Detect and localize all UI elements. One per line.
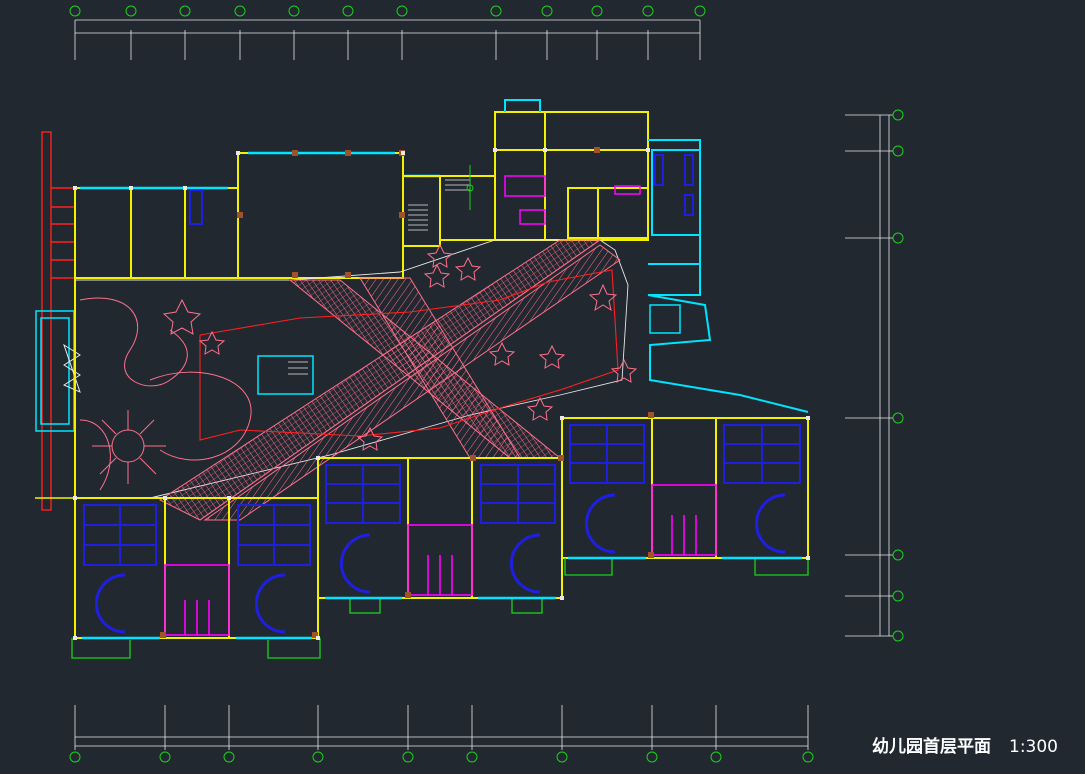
star-decorations (162, 243, 638, 451)
top-dimension-group (74, 19, 701, 60)
sun-play-feature (92, 410, 166, 484)
left-red-ramp (41, 131, 75, 511)
drawing-title: 幼儿园首层平面 1:300 (872, 732, 1058, 757)
drawing-scale: 1:300 (1009, 737, 1058, 757)
story-corner-arcs (95, 493, 786, 634)
kitchen-glazing (504, 99, 809, 413)
bottom-dimension-group (74, 705, 809, 750)
right-axis-bubbles (892, 109, 904, 642)
node-markers (73, 148, 810, 640)
lawn-curves (79, 297, 252, 491)
paved-path-c (158, 239, 602, 521)
bottom-axis-bubbles (69, 751, 814, 763)
classroom-glazing (35, 497, 802, 640)
courtyard-stair (257, 304, 681, 395)
north-marker (466, 165, 474, 210)
toilet-blocks (164, 484, 717, 636)
classroom-unit-3 (561, 417, 809, 559)
desk-grid-group (83, 424, 801, 566)
central-stair (402, 175, 496, 247)
kitchen-blue-units (654, 154, 694, 216)
small-blue-unit (189, 189, 203, 225)
top-axis-bubbles (69, 5, 706, 17)
upper-left-glazing (80, 151, 440, 190)
drawing-title-text: 幼儿园首层平面 (872, 737, 991, 757)
right-dimension-group (845, 114, 893, 637)
paved-path-d (203, 244, 621, 521)
stair-treads (408, 179, 470, 231)
play-area-boundary (199, 269, 619, 441)
kitchen-magenta (504, 175, 641, 225)
